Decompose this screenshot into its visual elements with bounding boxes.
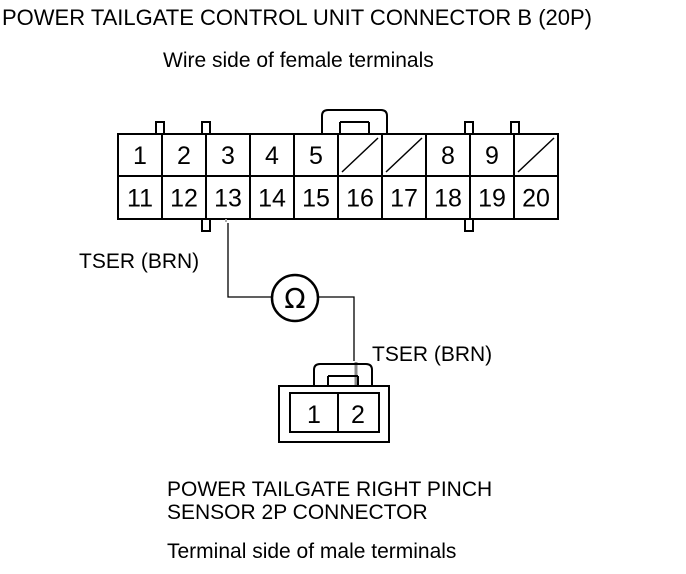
connector-b-pin-8: 8 <box>441 142 455 170</box>
sensor-connector-view-label: Terminal side of male terminals <box>167 540 457 563</box>
connector-b-pin-9: 9 <box>485 142 499 170</box>
ohmmeter-circle <box>270 273 320 323</box>
connector-b-pin-20: 20 <box>522 185 550 213</box>
connector-b-latch <box>321 109 388 134</box>
sensor-connector-housing <box>278 385 390 443</box>
connector-b-pin-13: 13 <box>214 185 242 213</box>
connector-b-pin-11: 11 <box>127 185 153 213</box>
sensor-connector-title: SENSOR 2P CONNECTOR <box>167 501 428 524</box>
sensor-pin-cell <box>337 392 380 433</box>
connector-b-view-label: Wire side of female terminals <box>163 49 434 72</box>
connector-b-tab <box>510 121 520 135</box>
connector-b-pin-3: 3 <box>221 142 235 170</box>
empty-cavity-slash <box>341 137 379 173</box>
connector-b-pin-16: 16 <box>346 185 374 213</box>
connector-b-pin-12: 12 <box>170 185 198 213</box>
sensor-connector-latch <box>313 363 373 386</box>
connector-b-pin-1: 1 <box>133 142 147 170</box>
ohmmeter: Ω <box>270 273 320 323</box>
connector-b-tab <box>155 121 165 135</box>
connector-b-pin-18: 18 <box>434 185 462 213</box>
empty-cavity-slash <box>385 137 423 173</box>
diagram-title: POWER TAILGATE CONTROL UNIT CONNECTOR B … <box>2 5 593 30</box>
connector-b-pin-4: 4 <box>265 142 279 170</box>
connector-b-pin-17: 17 <box>390 185 418 213</box>
connector-b-pin-2: 2 <box>177 142 191 170</box>
sensor-connector <box>278 363 390 443</box>
wire-label-tser-brn: TSER (BRN) <box>372 343 493 366</box>
ohm-symbol-icon: Ω <box>284 282 305 315</box>
connector-b-pin-15: 15 <box>302 185 330 213</box>
connector-b-tab <box>201 218 211 232</box>
sensor-pin-2: 2 <box>351 401 365 429</box>
sensor-connector-title: POWER TAILGATE RIGHT PINCH <box>167 478 493 501</box>
connector-b-tab <box>201 121 211 135</box>
connector-b-pin-19: 19 <box>478 185 506 213</box>
connector-b-pin-5: 5 <box>309 142 323 170</box>
empty-cavity-slash <box>517 137 555 173</box>
sensor-pin-1: 1 <box>307 401 321 429</box>
connector-b-tab <box>464 121 474 135</box>
connector-b-tab <box>464 218 474 232</box>
wire-tser <box>225 219 358 386</box>
connector-b-pin-14: 14 <box>258 185 286 213</box>
wire-label-tser-brn: TSER (BRN) <box>79 250 200 273</box>
